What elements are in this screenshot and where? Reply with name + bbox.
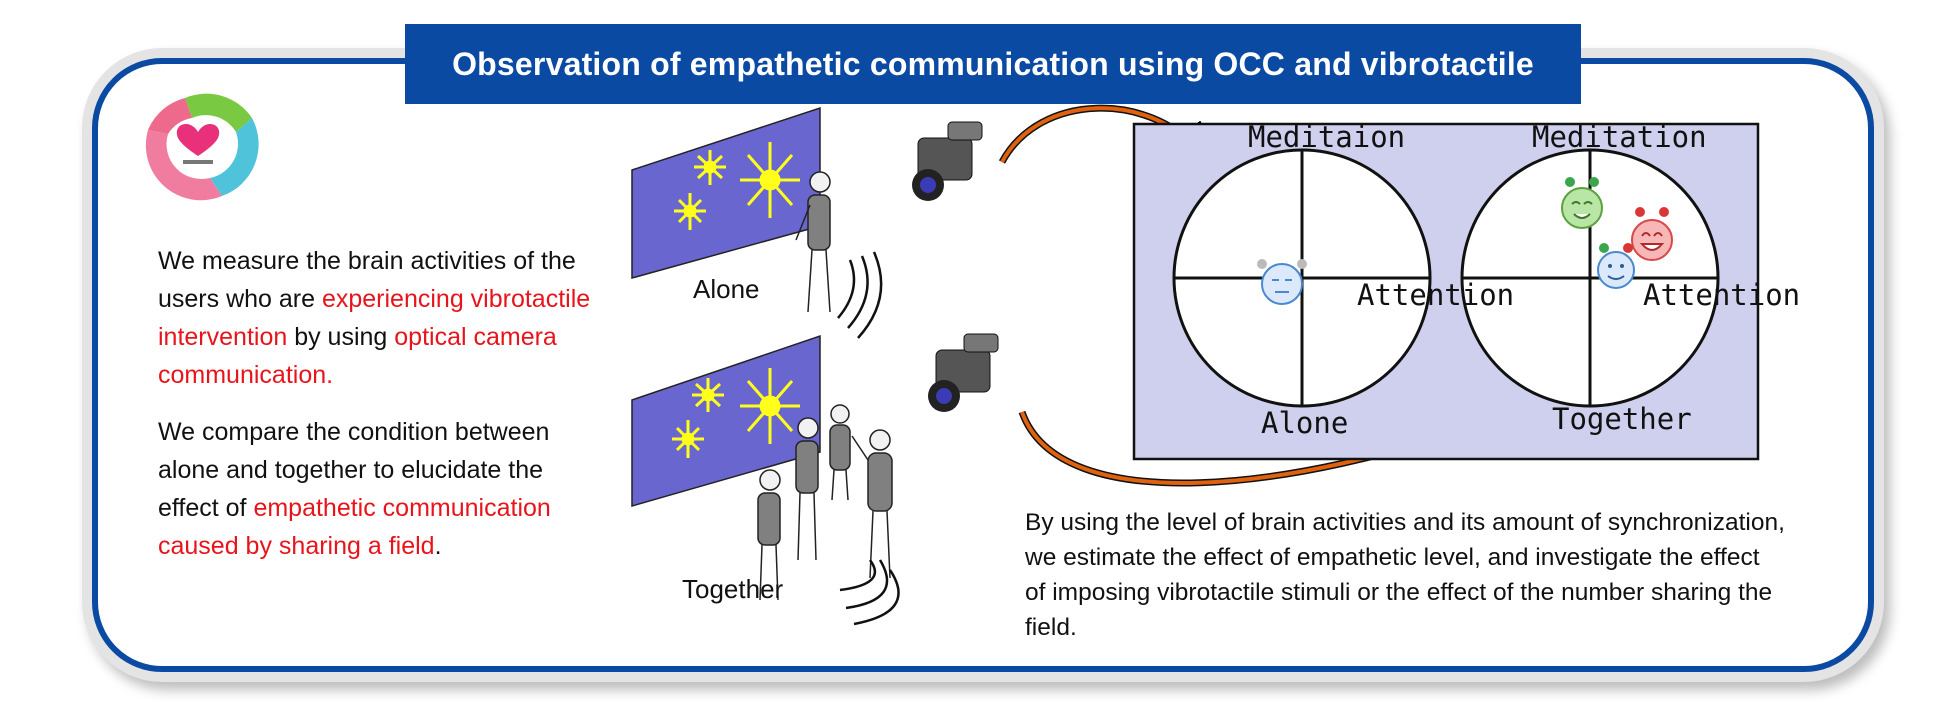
left-bottom-label: Alone xyxy=(1261,406,1349,440)
intro-paragraph-2: We compare the condition between alone a… xyxy=(158,413,598,565)
p1-seg-2: by using xyxy=(287,323,395,351)
right-top-label: Meditation xyxy=(1532,120,1707,154)
right-right-label: Attention xyxy=(1643,278,1801,312)
together-scene-label: Together xyxy=(682,574,784,604)
logo-hands-heart-icon xyxy=(145,93,259,201)
star-icon xyxy=(740,142,800,218)
description-text: By using the level of brain activities a… xyxy=(1025,509,1785,641)
page-title: Observation of empathetic communication … xyxy=(405,24,1581,104)
left-top-label: Meditaion xyxy=(1248,120,1406,154)
person-icon xyxy=(795,171,831,313)
face-icon xyxy=(1597,243,1635,289)
intro-paragraph-1: We measure the brain activities of the u… xyxy=(158,242,598,394)
face-icon xyxy=(1257,259,1307,305)
p2-seg-0: We compare the condition between alone a… xyxy=(158,418,550,522)
screen-alone xyxy=(631,106,821,279)
vibration-wave-icon xyxy=(837,251,883,339)
p1-seg-0: We measure the brain activities of the u… xyxy=(158,247,576,313)
left-right-label: Attention xyxy=(1357,278,1515,312)
star-icon xyxy=(674,193,706,230)
camera-icon xyxy=(912,121,983,201)
right-bottom-label: Together xyxy=(1552,402,1692,436)
screen-together xyxy=(631,334,821,507)
person-icon xyxy=(795,417,819,561)
face-icon xyxy=(1631,207,1673,261)
p2-seg-2: . xyxy=(434,532,442,560)
camera-icon xyxy=(928,333,999,412)
p1-seg-3: optical camera communication. xyxy=(158,323,557,389)
star-icon xyxy=(740,368,800,444)
star-icon xyxy=(672,420,704,458)
face-icon xyxy=(1561,177,1603,229)
star-icon xyxy=(694,150,726,185)
p1-seg-1: experiencing vibrotactile intervention xyxy=(158,285,591,351)
p2-seg-1: empathetic communication caused by shari… xyxy=(158,494,551,560)
alone-scene-label: Alone xyxy=(693,274,760,304)
person-icon xyxy=(757,469,781,601)
person-icon xyxy=(851,429,893,579)
person-icon xyxy=(829,404,851,501)
star-icon xyxy=(692,378,724,412)
vibration-wave-icon xyxy=(839,559,900,626)
